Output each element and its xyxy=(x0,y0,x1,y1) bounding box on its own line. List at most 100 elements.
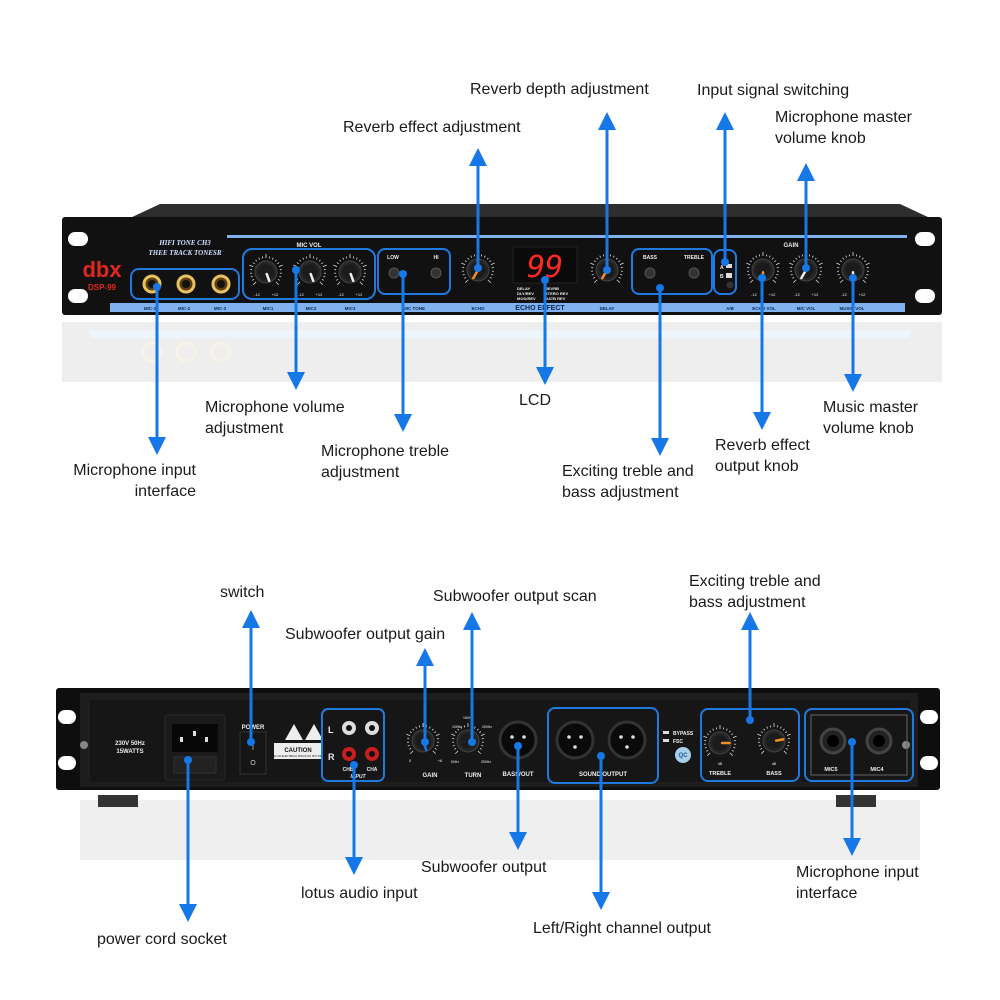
power-rating: 15WATTS xyxy=(116,749,143,755)
rca-jack[interactable] xyxy=(365,721,379,735)
strip-label: MIC VOL xyxy=(797,306,816,311)
back-panel-reflection xyxy=(80,800,920,860)
strip-label: MIC TONE xyxy=(403,306,425,311)
led-digits: 99 xyxy=(527,250,563,285)
effect-mode-label: GATB REV xyxy=(545,296,566,301)
treble-back-knob[interactable] xyxy=(703,725,737,757)
rack-hole xyxy=(920,756,938,770)
mic1-volume-knob[interactable] xyxy=(249,254,283,286)
strip-label: MIC3 xyxy=(345,306,356,311)
tagline: HIFI TONE CH3 xyxy=(158,239,211,247)
rca-jack[interactable] xyxy=(342,747,356,761)
label-strip xyxy=(110,303,905,312)
annotation-lr-output: Left/Right channel output xyxy=(533,920,711,937)
power-rating: 230V 50Hz xyxy=(115,741,145,747)
bass-back-label: BASS xyxy=(766,771,782,777)
bass-out-xlr[interactable] xyxy=(498,720,538,760)
annotation-reverb-depth: Reverb depth adjustment xyxy=(470,81,649,98)
rack-hole xyxy=(58,710,76,724)
mic-vol-header: MIC VOL xyxy=(297,243,322,249)
rack-hole xyxy=(68,232,88,246)
mic-tone-highlight xyxy=(377,248,451,295)
rack-hole xyxy=(915,232,935,246)
input-switch-button[interactable] xyxy=(726,281,734,289)
mic3-volume-knob[interactable] xyxy=(333,254,367,286)
gain-header: GAIN xyxy=(784,243,799,249)
strip-label: DELAY xyxy=(600,306,615,311)
mic-jack[interactable] xyxy=(142,274,162,294)
rack-hole xyxy=(915,289,935,303)
gain-scale: +6 xyxy=(438,758,443,763)
bypass-label: BYPASS xyxy=(673,731,694,737)
treble-label: TREBLE xyxy=(684,255,705,261)
annotation-sub-gain: Subwoofer output gain xyxy=(285,626,446,643)
exciter-highlight xyxy=(631,248,713,295)
mic-jack[interactable] xyxy=(176,274,196,294)
knob-scale-max: +12 xyxy=(859,292,867,297)
bass-trim[interactable] xyxy=(644,267,656,279)
strip-label: MIC-1 xyxy=(144,306,157,311)
mic-tone-hi-trim[interactable] xyxy=(430,267,442,279)
mic5-label: MIC5 xyxy=(824,767,837,773)
input-l-label: L xyxy=(328,725,334,735)
music-vol-knob[interactable] xyxy=(836,252,870,284)
power-socket[interactable] xyxy=(164,714,226,781)
rca-jack[interactable] xyxy=(365,747,379,761)
annotation-lcd: LCD xyxy=(519,392,552,409)
turn-scale-mark: 250Hz xyxy=(481,760,491,764)
db-label: dB xyxy=(772,762,777,766)
annotation-power-socket: power cord socket xyxy=(97,931,227,948)
strip-label: MIC2 xyxy=(306,306,317,311)
strip-label: MIC-3 xyxy=(214,306,227,311)
effect-mode-label: MOD/REV xyxy=(517,296,536,301)
rca-jack[interactable] xyxy=(342,721,356,735)
annotation-sub-output: Subwoofer output xyxy=(421,859,547,876)
knob-scale-min: -12 xyxy=(794,292,801,297)
rack-hole xyxy=(68,289,88,303)
strip-label: MIC1 xyxy=(263,306,274,311)
screw xyxy=(80,741,88,749)
treble-trim[interactable] xyxy=(688,267,700,279)
mic4-jack[interactable] xyxy=(865,727,893,755)
bass-back-knob[interactable] xyxy=(757,723,791,755)
knob-scale-max: +12 xyxy=(812,292,820,297)
qc-sticker xyxy=(675,747,691,763)
strip-label: ECHO VOL xyxy=(752,306,776,311)
annotation-sub-scan: Subwoofer output scan xyxy=(433,588,597,605)
tone-low-label: LOW xyxy=(387,255,399,261)
switch-a-label: A xyxy=(720,265,724,271)
brand-logo: dbx xyxy=(82,257,122,282)
mic-jack[interactable] xyxy=(211,274,231,294)
sound-output-xlr-r[interactable] xyxy=(555,720,595,760)
cha-label: CHA xyxy=(367,767,378,773)
qc-text: QC xyxy=(679,753,689,759)
strip-label: A/B xyxy=(726,306,735,311)
annotation-switch: switch xyxy=(220,584,265,601)
strip-label: ECHO xyxy=(471,306,485,311)
mic-tone-low-trim[interactable] xyxy=(388,267,400,279)
turn-scale-mark: 100Hz xyxy=(452,725,462,729)
strip-label: ECHO EFFECT xyxy=(515,305,565,312)
power-switch[interactable]: I O xyxy=(239,731,267,775)
treble-back-label: TREBLE xyxy=(709,771,731,777)
knob-scale-min: -12 xyxy=(254,292,261,297)
turn-scale-mark: 200Hz xyxy=(482,725,492,729)
mic2-volume-knob[interactable] xyxy=(293,254,327,286)
caution-text: CAUTION xyxy=(284,748,311,754)
mic4-label: MIC4 xyxy=(870,767,884,773)
rack-hole xyxy=(58,756,76,770)
turn-scale-mark: 50Hz xyxy=(451,760,459,764)
back-panel-device: 230V 50Hz 15WATTS POWER I O CAUTION RISK… xyxy=(56,688,940,860)
knob-scale-max: +12 xyxy=(356,292,364,297)
mic5-jack[interactable] xyxy=(819,727,847,755)
sound-output-xlr-l[interactable] xyxy=(607,720,647,760)
knob-scale-min: -12 xyxy=(338,292,345,297)
